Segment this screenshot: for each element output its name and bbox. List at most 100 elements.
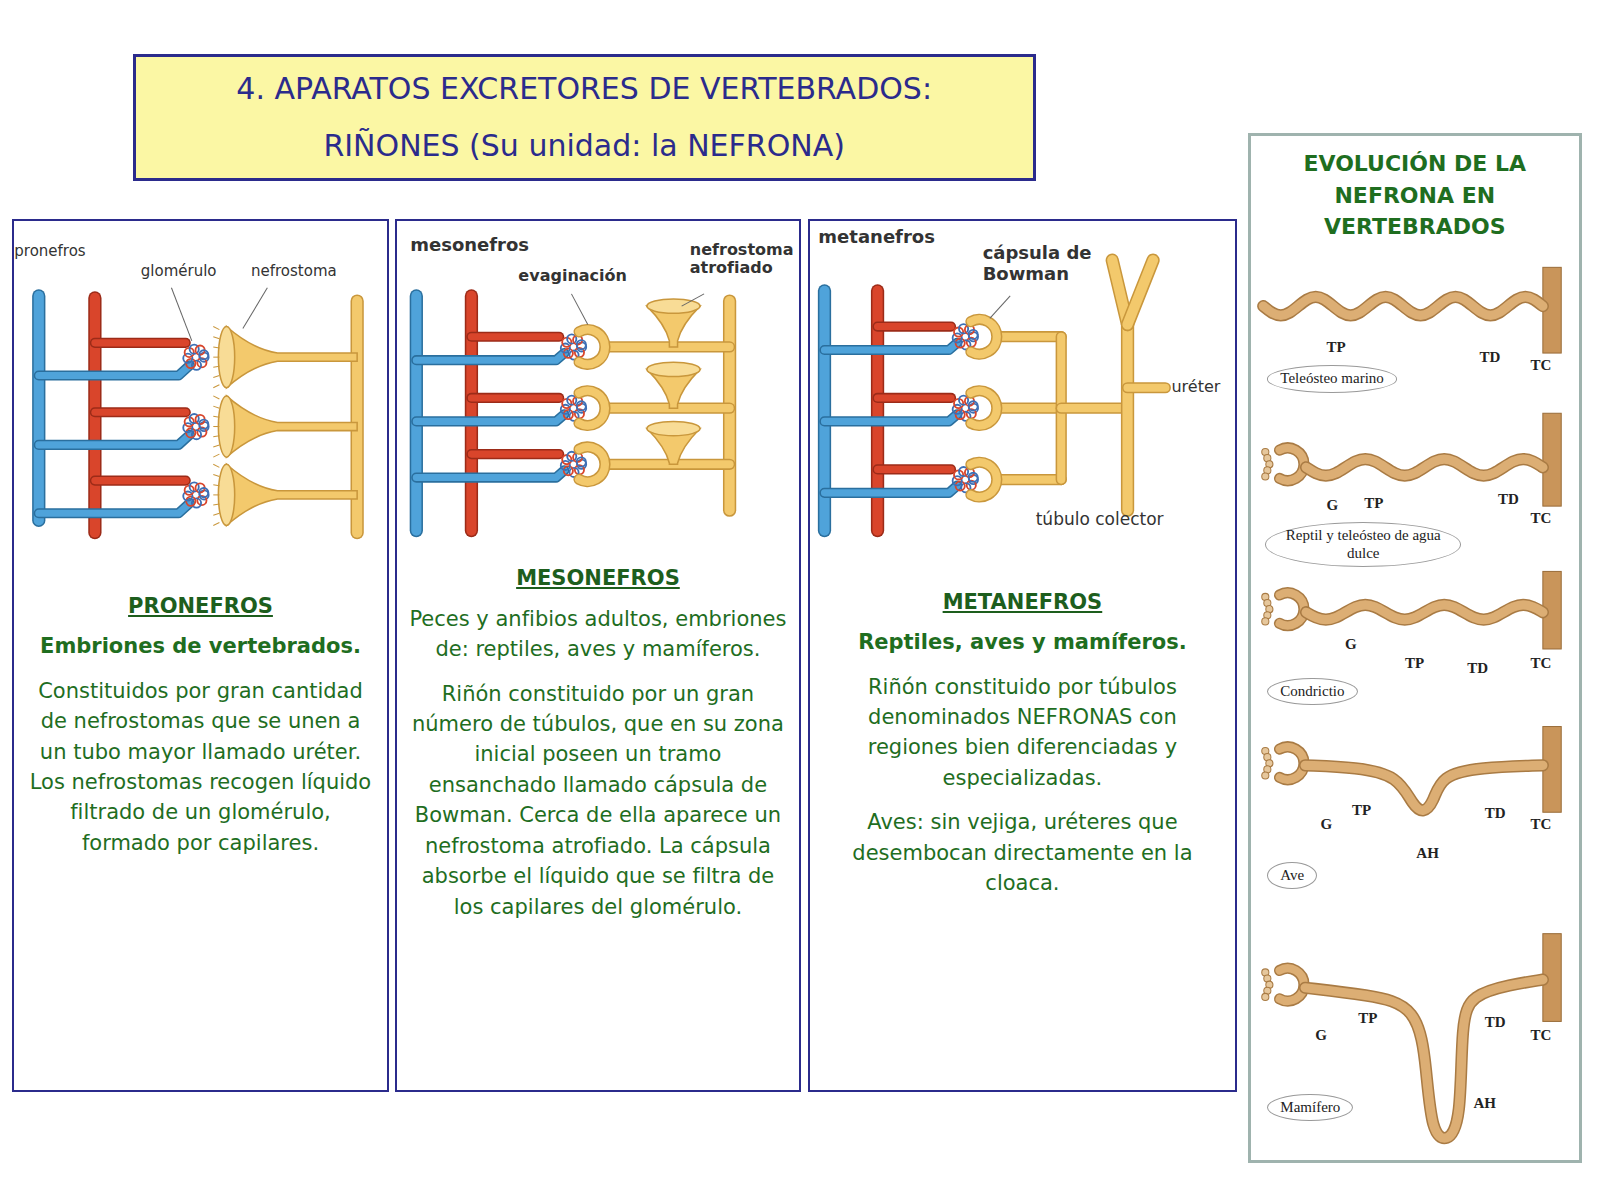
tubule-fill — [998, 404, 1061, 412]
arteriole — [471, 397, 559, 398]
node-text: Embriones de vertebrados. — [26, 631, 375, 661]
glomerulus-tuft — [1262, 969, 1273, 1001]
venule-fill — [416, 414, 564, 421]
cilium — [213, 337, 219, 339]
funnel-mouth — [218, 464, 234, 525]
node-heading: Teleósteo marino — [1280, 370, 1384, 387]
segment-label: G — [1345, 636, 1357, 653]
funnel-mouth — [647, 362, 700, 376]
tubule — [606, 346, 729, 347]
node-text: Riñón constituido por un gran número de … — [409, 679, 787, 923]
nephron-tubule — [1305, 765, 1543, 810]
cilium — [213, 445, 219, 447]
arteriole-fill — [878, 466, 951, 473]
arteriole — [878, 326, 951, 327]
metanefros-panel: METANEFROS Reptiles, aves y mamíferos. Riñ… — [808, 219, 1237, 1091]
segment-label: AH — [1416, 845, 1439, 862]
capillary-loop — [192, 361, 201, 370]
species-oval: Teleósteo marino — [1267, 365, 1397, 392]
part-label: mesonefros — [410, 235, 529, 256]
cilium — [213, 513, 219, 515]
venule-fill — [39, 435, 190, 445]
capsule-outline — [1280, 593, 1304, 626]
vein-outline — [32, 296, 45, 520]
nephron-tubule-outline — [1305, 765, 1543, 810]
nephron-tubule-outline — [1306, 605, 1543, 620]
pronefros-panel: PRONEFROSEmbriones de vertebrados.Consti… — [12, 219, 389, 1091]
capsule-outline — [971, 391, 997, 426]
vein — [38, 296, 39, 520]
funnel — [227, 464, 358, 525]
node-text: Reptiles, aves y mamíferos. — [822, 627, 1223, 657]
tubule — [606, 464, 729, 465]
funnel — [227, 396, 358, 457]
arteriole — [95, 412, 186, 413]
cilium — [213, 396, 219, 399]
capillary-loop — [577, 340, 586, 349]
cilium — [213, 426, 219, 427]
venule-fill — [416, 470, 564, 477]
segment-label: TD — [1480, 349, 1501, 366]
venule-fill — [824, 486, 957, 493]
segment-label: G — [1315, 1027, 1327, 1044]
capsule-fill — [1280, 593, 1304, 626]
nephron-tubule-outline — [1306, 459, 1543, 476]
arteriole-fill — [95, 339, 186, 346]
tubule-fill — [606, 404, 729, 412]
node-text: Peces y anfibios adultos, embriones de: … — [409, 604, 787, 665]
arteriole — [878, 397, 951, 398]
node-heading: 4. APARATOS EXCRETORES DE VERTEBRADOS: — [236, 60, 932, 117]
species-oval: Condrictio — [1267, 678, 1357, 705]
venule-outline — [416, 470, 564, 477]
cilium — [213, 376, 219, 378]
artery — [471, 296, 472, 531]
cilium — [213, 454, 219, 457]
capsule-outline — [579, 391, 605, 426]
leader-line — [571, 294, 587, 325]
venule-outline — [39, 503, 190, 513]
glomerulus — [183, 345, 208, 370]
tubule — [1061, 408, 1127, 409]
arteriole — [471, 454, 559, 455]
capillary-loop — [969, 330, 978, 339]
capillary-loop — [577, 457, 586, 466]
glomerulus — [561, 334, 586, 359]
arteriole-fill — [471, 394, 559, 401]
venule-fill — [824, 343, 957, 350]
tuft-loop — [1262, 993, 1269, 1000]
bowman-capsule — [579, 330, 605, 365]
part-label: metanefros — [818, 227, 935, 248]
funnel-mouth — [218, 327, 234, 388]
collecting-duct — [1543, 413, 1561, 506]
vein-fill — [34, 296, 44, 520]
capsule-fill — [971, 462, 997, 497]
arteriole-outline — [95, 476, 186, 486]
tubule-outline — [606, 403, 729, 414]
capsule-fill — [579, 447, 605, 482]
arteriole — [95, 480, 186, 481]
segment-label: TC — [1531, 357, 1552, 374]
venule-fill — [416, 353, 564, 360]
arteriole-fill — [878, 323, 951, 330]
arteriole-fill — [878, 394, 951, 401]
arteriole-outline — [471, 393, 559, 403]
nephrostome — [213, 464, 357, 525]
node-heading: METANEFROS — [822, 587, 1223, 617]
capsule-fill — [579, 330, 605, 365]
tubule-outline — [1061, 403, 1127, 414]
segment-label: TP — [1358, 1010, 1377, 1027]
bowman-capsule — [971, 462, 997, 497]
capillary-loop — [192, 498, 201, 507]
nephron-tubule — [1306, 459, 1543, 476]
nephron-tubule-fill — [1263, 297, 1543, 315]
tubule-fill — [1061, 404, 1127, 412]
tubule-outline — [998, 403, 1061, 414]
capsule-fill — [971, 391, 997, 426]
capillary-loop — [577, 401, 586, 410]
cilium — [213, 327, 219, 330]
funnel — [227, 327, 358, 388]
leader-line — [243, 288, 267, 329]
node-text: Riñón constituido por túbulos denominado… — [822, 672, 1223, 794]
atrophied-nephrostome — [647, 421, 700, 464]
nephron-tubule-fill — [1306, 605, 1543, 620]
